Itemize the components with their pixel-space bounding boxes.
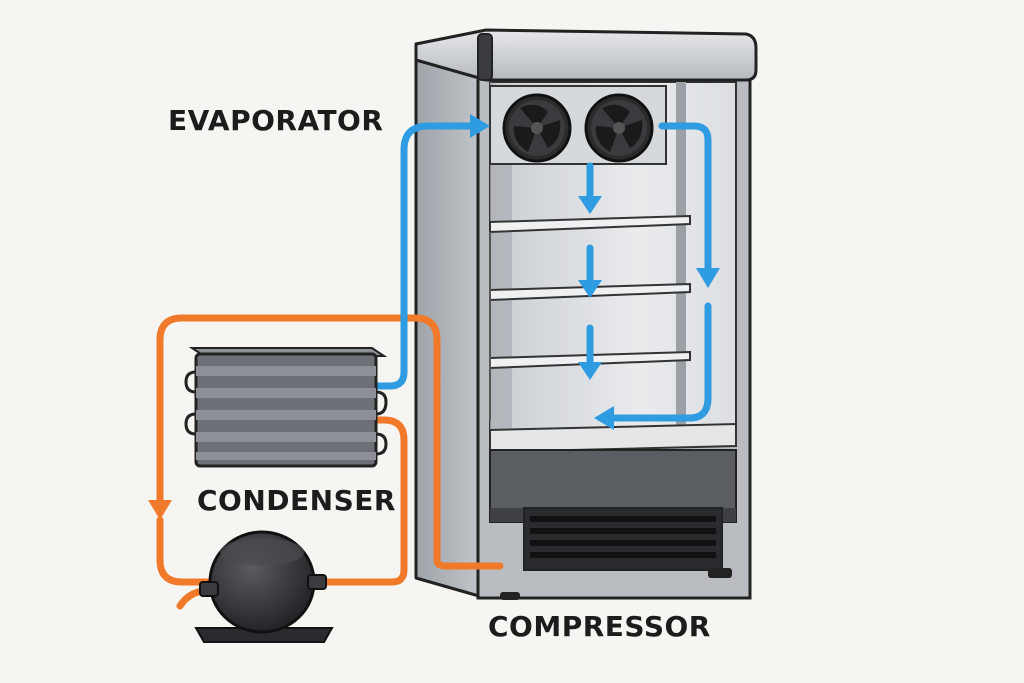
condenser-coil-icon [184,347,388,468]
vent-grille-icon [523,507,723,571]
airflow-arrowheads [470,114,720,430]
compressor-icon [194,530,334,643]
arrow-down-icon [696,268,720,288]
hot-refrigerant-lines [156,314,504,610]
condenser-label: CONDENSER [197,484,396,517]
arrow-down-icon [578,362,602,380]
shelf [489,214,691,234]
compressor-label: COMPRESSOR [488,610,711,643]
fan-icon [584,93,654,163]
display-deck [489,422,737,454]
arrow-down-icon [578,196,602,214]
arrow-left-icon [594,406,614,430]
cabinet-top-canopy [414,28,758,82]
arrow-right-icon [470,114,490,138]
evaporator-label: EVAPORATOR [168,104,384,137]
arrow-down-icon [148,500,172,520]
cold-airflow-lines [374,122,712,422]
arrow-down-icon [578,280,602,298]
cabinet-side-panel [414,30,488,600]
fan-icon [502,93,572,163]
